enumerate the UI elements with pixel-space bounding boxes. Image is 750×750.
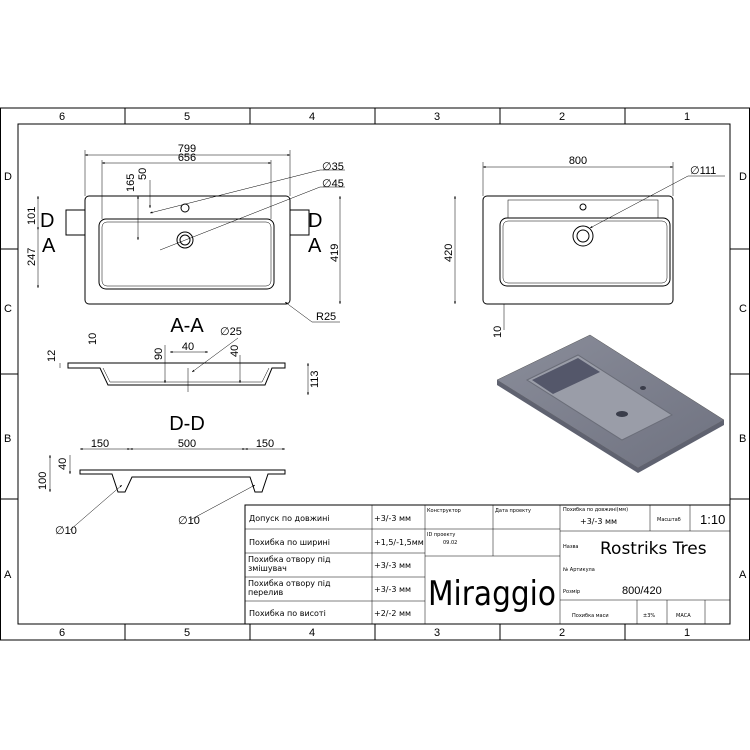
label-text: ∅35 [322,161,344,173]
tol-label-wrap: Похибка отвору під змішувач [248,555,331,573]
column-labels-top: 6 5 4 3 2 1 [59,111,690,123]
tol-value: +3/-3 мм [374,514,411,523]
label-text: D [40,210,54,232]
label-text: 165 [125,174,137,192]
label-text: 5 [184,627,190,639]
label-text: A [42,235,56,257]
label-text: 3 [434,111,440,123]
label-text: 656 [178,152,196,164]
label-text: 800 [569,155,587,167]
label-text: ∅10 [55,525,77,537]
product-size: 800/420 [622,585,662,597]
label-text: 1 [684,627,690,639]
label-text: Похибка маси [572,613,609,619]
label-text: B [739,433,746,445]
tol-value: +3/-3 мм [374,561,411,570]
label-text: Масштаб [657,517,681,523]
label-text: 6 [59,111,65,123]
drain-hole [176,231,194,249]
label-text: 2 [559,627,565,639]
label-text: D [308,210,322,232]
label-text: D-D [169,413,205,435]
label-text: D [4,171,12,183]
label-text: МАСА [676,613,691,619]
section-dd: D-D 150 500 150 40 100 ∅10 ∅10 [37,413,286,537]
label-text: 100 [37,472,49,490]
top-view: 799 656 165 50 ∅35 ∅45 101 247 419 DA DA… [26,143,345,323]
mixer-hole [180,203,190,213]
label-text: +3/-3 мм [580,517,617,526]
label-text: Дата проекту [495,508,531,514]
label-text: Розмір [563,589,580,595]
label-text: 40 [229,345,241,357]
label-text: D [739,171,747,183]
tol-label: Похибка отвору під перелив [248,579,331,597]
label-text: C [4,303,12,315]
label-text: ID проекту [427,532,455,538]
brand-logo: Miraggio [428,574,556,614]
label-text: 2 [559,111,565,123]
label-text: ±3% [643,613,655,619]
label-text: 150 [91,438,109,450]
label-text: A-A [170,315,204,337]
label-text: 4 [309,627,315,639]
label-text: 6 [59,627,65,639]
label-text: 10 [492,326,504,338]
label-text: 09.02 [443,540,457,546]
column-labels-bottom: 6 5 4 3 2 1 [59,627,690,639]
label-text: Назва [563,544,579,550]
label-text: A [739,569,747,581]
label-text: 12 [46,350,58,362]
label-text: 4 [309,111,315,123]
label-text: 419 [329,244,341,262]
label-text: 50 [137,168,149,180]
tol-label: Похибка по ширині [249,538,330,547]
label-text: 40 [182,341,194,353]
label-text: Похибка по довжині(мм) [563,507,628,513]
label-text: 10 [87,333,99,345]
label-text: 101 [26,207,38,225]
label-text: B [4,433,11,445]
label-text: 150 [256,438,274,450]
product-name: Rostriks Tres [600,539,707,559]
tol-label: Похибка по висоті [249,609,326,618]
label-text: A [308,235,322,257]
row-labels: D C B A D C B A [4,171,747,581]
label-text: R25 [316,311,336,323]
label-text: 420 [443,244,455,262]
label-text: 1 [684,111,690,123]
tol-label: Похибка отвору під змішувач [248,555,331,573]
front-view-right: 800 420 ∅111 10 [443,155,725,338]
3d-render [496,334,725,473]
section-aa: A-A ∅25 12 10 90 40 40 113 [46,315,321,395]
label-text: 113 [309,370,321,388]
label-text: 1:10 [700,512,725,527]
label-text: A [4,569,12,581]
tol-value: +2/-2 мм [374,609,411,618]
tol-label-wrap: Похибка отвору під перелив [248,579,331,597]
tol-value: +1,5/-1,5мм [374,538,424,547]
label-text: ∅10 [178,515,200,527]
label-text: 90 [153,348,165,360]
label-text: № Артикула [563,567,595,573]
label-text: 40 [57,458,69,470]
title-block: Допуск по довжині +3/-3 мм Похибка по ши… [244,504,731,625]
label-text: 500 [178,438,196,450]
label-text: Конструктор [427,508,461,514]
label-text: C [739,303,747,315]
label-text: 3 [434,627,440,639]
label-text: 247 [26,248,38,266]
tol-label: Допуск по довжині [249,514,330,523]
label-text: 5 [184,111,190,123]
label-text: 799 [178,143,196,155]
label-text: ∅45 [322,178,344,190]
label-text: ∅25 [220,326,242,338]
tol-value: +3/-3 мм [374,585,411,594]
label-text: ∅111 [690,165,716,177]
